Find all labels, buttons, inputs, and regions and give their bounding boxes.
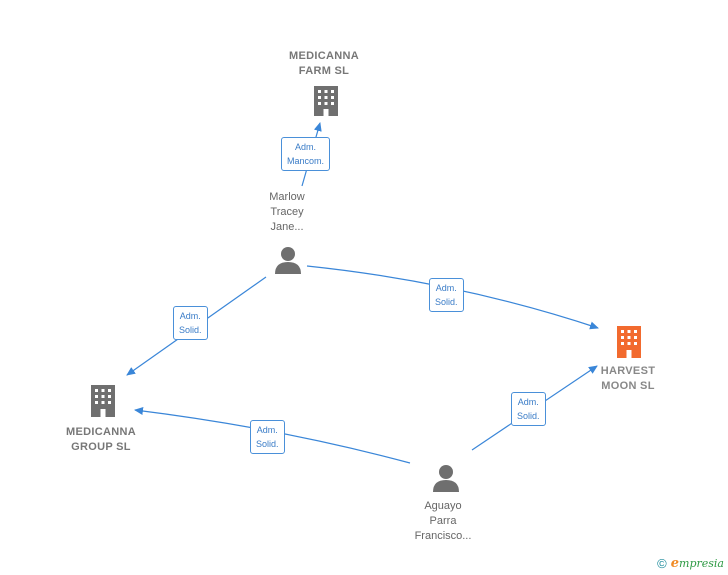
edge-label-marlow-harvest[interactable]: Adm. Solid. bbox=[429, 278, 464, 312]
person-icon[interactable] bbox=[273, 245, 303, 275]
footer-brand: © empresia bbox=[657, 556, 724, 571]
edge-label-aguayo-harvest[interactable]: Adm. Solid. bbox=[511, 392, 546, 426]
brand-rest: mpresia bbox=[679, 557, 724, 570]
building-icon[interactable] bbox=[311, 84, 341, 118]
medicanna-farm-label[interactable]: MEDICANNA FARM SL bbox=[289, 50, 359, 77]
building-icon[interactable] bbox=[88, 383, 118, 419]
building-icon[interactable] bbox=[614, 324, 644, 360]
person-icon[interactable] bbox=[431, 463, 461, 493]
marlow-label[interactable]: Marlow Tracey Jane... bbox=[269, 191, 305, 233]
harvest-moon-label[interactable]: HARVEST MOON SL bbox=[600, 365, 656, 392]
aguayo-label[interactable]: Aguayo Parra Francisco... bbox=[414, 500, 472, 542]
copyright-icon: © bbox=[657, 556, 667, 571]
medicanna-group-label[interactable]: MEDICANNA GROUP SL bbox=[66, 426, 136, 453]
edge-label-marlow-group[interactable]: Adm. Solid. bbox=[173, 306, 208, 340]
brand-initial: e bbox=[670, 556, 680, 571]
empresia-logo: empresia bbox=[671, 556, 724, 571]
edge-label-aguayo-group[interactable]: Adm. Solid. bbox=[250, 420, 285, 454]
edge-label-marlow-farm[interactable]: Adm. Mancom. bbox=[281, 137, 331, 171]
